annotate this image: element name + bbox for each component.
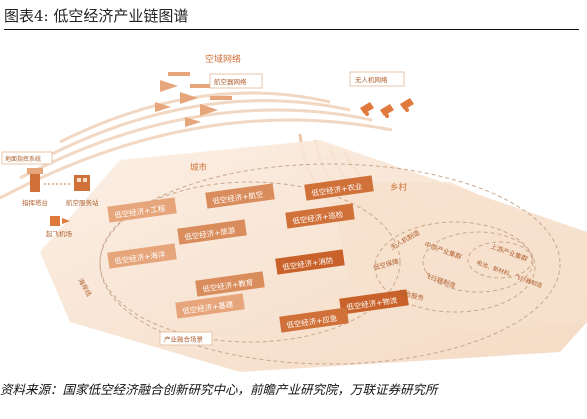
box-rect bbox=[275, 249, 345, 275]
aviation-network-label: 航空器网络 bbox=[214, 77, 247, 86]
box-rect bbox=[205, 183, 275, 209]
box-10: 低空经济+应急 bbox=[279, 307, 349, 333]
box-rect bbox=[339, 289, 409, 315]
aviation-network-tag bbox=[209, 73, 263, 89]
airspace-label: 空域网络 bbox=[205, 53, 241, 65]
box-4: 低空经济+旅游 bbox=[177, 219, 247, 245]
city-ring bbox=[99, 181, 401, 343]
box-rect bbox=[304, 175, 374, 201]
signal-arcs-left bbox=[0, 91, 393, 200]
box-rect bbox=[195, 271, 265, 297]
box-5: 低空经济+海洋 bbox=[107, 243, 177, 269]
ground-command-tag bbox=[1, 151, 53, 165]
source-note: 资料来源：国家低空经济融合创新研究中心，前瞻产业研究院，万联证券研究所 bbox=[0, 382, 438, 397]
box-6: 低空经济+消防 bbox=[275, 249, 345, 275]
figure-title: 图表4: 低空经济产业链图谱 bbox=[4, 3, 579, 30]
chain-ring-3 bbox=[467, 241, 533, 279]
box-rect bbox=[279, 307, 349, 333]
aviation-service-icon bbox=[74, 175, 90, 191]
box-rect bbox=[107, 243, 177, 269]
village-label: 乡村 bbox=[390, 182, 408, 193]
box-9: 低空经济+物流 bbox=[339, 289, 409, 315]
drone-network-label: 无人机网络 bbox=[355, 75, 388, 84]
fusion-scene-tag bbox=[159, 331, 213, 346]
airspace-aircraft-icons bbox=[155, 72, 232, 127]
diagram-canvas: 空域网络 航空器网络 无人机网络 地面指挥系统 指挥塔台 航空服务站 bbox=[0, 53, 587, 372]
industry-chain-diagram: 空域网络 航空器网络 无人机网络 地面指挥系统 指挥塔台 航空服务站 bbox=[0, 32, 587, 372]
takeoff-airport-icon bbox=[50, 216, 70, 226]
chain-ring-1 bbox=[374, 221, 536, 313]
chain-ring-2 bbox=[422, 231, 534, 293]
box-8: 低空经济+基建 bbox=[175, 293, 245, 319]
box-rect bbox=[177, 219, 247, 245]
takeoff-label: 起飞机场 bbox=[46, 229, 73, 238]
fusion-scene-label: 产业融合场景 bbox=[164, 335, 204, 344]
ground-command-label: 地面指挥系统 bbox=[5, 155, 41, 163]
box-rect bbox=[175, 293, 245, 319]
box-3: 低空经济+巡检 bbox=[285, 203, 355, 229]
box-0: 低空经济+工程 bbox=[107, 197, 177, 223]
box-2: 低空经济+农业 bbox=[304, 175, 374, 201]
box-rect bbox=[107, 197, 177, 223]
drone-network-tag bbox=[349, 71, 405, 87]
command-tower-label: 指挥塔台 bbox=[22, 198, 48, 207]
aviation-service-label: 航空服务站 bbox=[66, 198, 99, 207]
command-tower-icon bbox=[27, 168, 43, 192]
city-label: 城市 bbox=[190, 162, 208, 173]
figure-title-text: 图表4: 低空经济产业链图谱 bbox=[4, 7, 189, 25]
box-rect bbox=[285, 203, 355, 229]
box-7: 低空经济+教育 bbox=[195, 271, 265, 297]
drone-icons bbox=[360, 98, 414, 118]
box-1: 低空经济+航空 bbox=[205, 183, 275, 209]
outer-ring bbox=[99, 163, 561, 365]
